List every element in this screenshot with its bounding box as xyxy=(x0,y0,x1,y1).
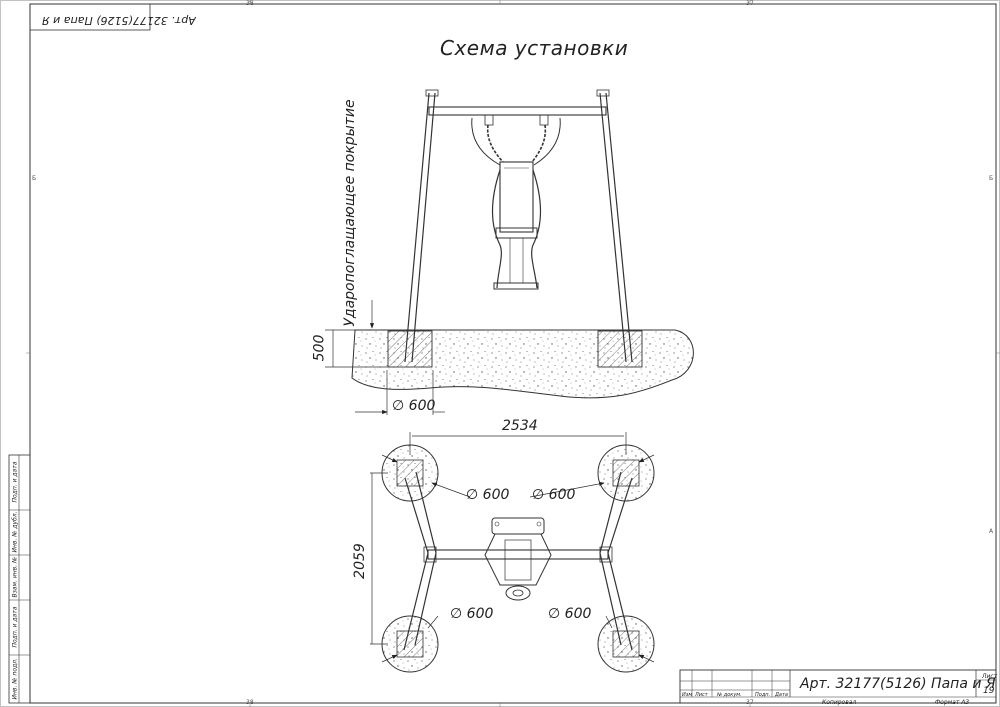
plan-diameter-1: ∅ 600 xyxy=(466,487,509,503)
zone-top-1: 38 xyxy=(246,0,254,7)
zone-top-2: 37 xyxy=(746,0,754,7)
swing-frame-side xyxy=(404,89,633,363)
plan-diameter-2-value: 600 xyxy=(548,487,576,503)
zone-right-1: Б xyxy=(989,175,994,182)
plan-diameter-4: ∅ 600 xyxy=(548,606,591,622)
ground-section xyxy=(351,329,694,399)
top-stamp-box xyxy=(29,3,151,31)
dimensions-plan xyxy=(370,432,655,663)
side-stamp-label-4: Подп. и дата xyxy=(11,606,19,648)
plan-view xyxy=(381,444,655,673)
title-block-col-list: Лист xyxy=(695,692,708,698)
top-stamp-text: Арт. 32177(5126) Папа и Я xyxy=(42,14,196,27)
drawing-title: Схема установки xyxy=(440,36,629,60)
zone-right-2: А xyxy=(989,528,994,535)
title-block-sheet-label: Лист xyxy=(982,673,998,680)
side-stamp-column xyxy=(8,454,31,704)
diameter-icon: ∅ xyxy=(532,487,545,503)
title-block-col-doc: № докум. xyxy=(717,692,742,698)
plan-diameter-2: ∅ 600 xyxy=(532,487,575,503)
diameter-icon: ∅ xyxy=(450,606,463,622)
diameter-icon: ∅ xyxy=(548,606,561,622)
side-stamp-label-2: Инв. № дубл. xyxy=(11,511,19,553)
dim-diameter-side-value: 600 xyxy=(408,398,436,414)
title-block-format: Формат А3 xyxy=(935,699,970,706)
plan-diameter-4-value: 600 xyxy=(564,606,592,622)
diameter-icon: ∅ xyxy=(466,487,479,503)
title-block xyxy=(679,669,997,704)
surface-label: Ударопоглащающее покрытие xyxy=(342,99,358,327)
plan-diameter-3: ∅ 600 xyxy=(450,606,493,622)
title-block-col-izm: Изм xyxy=(682,692,693,698)
plan-diameter-3-value: 600 xyxy=(466,606,494,622)
dim-width-label: 2534 xyxy=(502,418,538,434)
plan-diameter-1-value: 600 xyxy=(482,487,510,503)
zone-bottom-2: 37 xyxy=(746,699,754,706)
title-block-col-sign: Подп. xyxy=(755,692,771,698)
dim-length-label: 2059 xyxy=(351,543,368,579)
zone-bottom-1: 38 xyxy=(246,699,254,706)
dimensions-side xyxy=(325,300,445,415)
dim-diameter-side: ∅ 600 xyxy=(392,398,435,414)
diameter-icon: ∅ xyxy=(392,398,405,414)
zone-left-1: Б xyxy=(32,175,37,182)
side-stamp-label-3: Взам. инв. № xyxy=(11,556,19,598)
title-block-copied: Копировал xyxy=(822,699,857,706)
dim-depth-label: 500 xyxy=(311,334,328,362)
title-block-sheet-number: 19 xyxy=(983,686,995,696)
title-block-col-date: Дата xyxy=(775,692,788,698)
title-block-article: Арт. 32177(5126) Папа и Я xyxy=(800,676,996,692)
side-stamp-label-5: Инв. № подл. xyxy=(11,658,19,700)
side-stamp-label-1: Подп. и дата xyxy=(11,461,19,503)
